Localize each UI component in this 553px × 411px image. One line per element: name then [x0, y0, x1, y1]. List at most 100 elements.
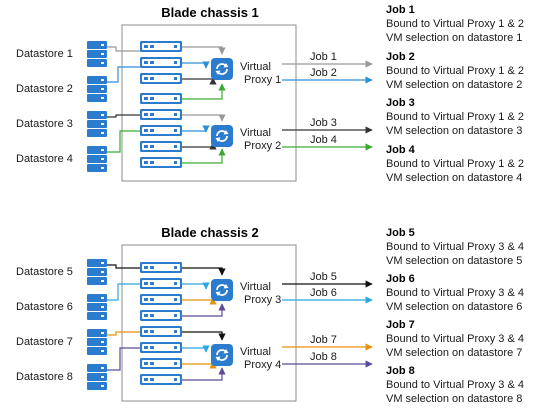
job-title: Job 1: [386, 4, 415, 16]
job-title: Job 7: [386, 319, 415, 331]
blade-server-icon: [140, 294, 182, 305]
job-arrow-label: Job 1: [310, 51, 337, 63]
datastore-8: Datastore 8: [16, 364, 107, 390]
blade-server-icon: [140, 41, 182, 52]
datastore-icon: [87, 364, 107, 390]
job-title: Job 5: [386, 227, 415, 239]
blade-server-icon: [140, 109, 182, 120]
job-binding: Bound to Virtual Proxy 3 & 4: [386, 333, 524, 345]
job-description-2: Job 2 Bound to Virtual Proxy 1 & 2 VM se…: [386, 51, 524, 91]
job-title: Job 4: [386, 144, 416, 156]
job-selection: VM selection on datastore 6: [386, 301, 522, 313]
job-binding: Bound to Virtual Proxy 3 & 4: [386, 241, 524, 253]
datastore-1: Datastore 1: [16, 41, 107, 67]
blade-server-icon: [140, 93, 182, 104]
proxy-refresh-icon: [210, 343, 234, 367]
blade-server-icon: [140, 57, 182, 68]
job-selection: VM selection on datastore 7: [386, 347, 522, 359]
job-description-5: Job 5 Bound to Virtual Proxy 3 & 4 VM se…: [386, 227, 524, 267]
job-arrow-label: Job 7: [310, 334, 337, 346]
job-description-6: Job 6 Bound to Virtual Proxy 3 & 4 VM se…: [386, 273, 524, 313]
datastore-label: Datastore 2: [16, 83, 73, 95]
job-arrows: [282, 60, 373, 151]
job-arrow-label: Job 3: [310, 117, 337, 129]
datastore-label: Datastore 8: [16, 371, 73, 383]
job-description-3: Job 3 Bound to Virtual Proxy 1 & 2 VM se…: [386, 97, 524, 137]
job-selection: VM selection on datastore 4: [386, 172, 522, 184]
blade-server-icon: [140, 262, 182, 273]
chassis-title: Blade chassis 1: [161, 5, 259, 20]
job-description-8: Job 8 Bound to Virtual Proxy 3 & 4 VM se…: [386, 365, 524, 405]
job-title: Job 3: [386, 97, 415, 109]
blade-server-icon: [140, 342, 182, 353]
job-selection: VM selection on datastore 2: [386, 79, 522, 91]
job-arrow-label: Job 2: [310, 67, 337, 79]
job-arrow-label: Job 5: [310, 271, 337, 283]
virtual-proxy-2: Virtual Proxy 2: [210, 124, 281, 152]
proxy-label-line1: Virtual: [240, 127, 271, 139]
virtual-proxy-1: Virtual Proxy 1: [210, 57, 281, 86]
blade-server-icon: [140, 157, 182, 168]
proxy-label-line1: Virtual: [240, 346, 271, 358]
blade-server-icon: [140, 310, 182, 321]
datastore-5: Datastore 5: [16, 259, 107, 285]
datastore-icon: [87, 329, 107, 355]
job-description-7: Job 7 Bound to Virtual Proxy 3 & 4 VM se…: [386, 319, 524, 359]
datastore-2: Datastore 2: [16, 76, 107, 102]
proxy-label-line2: Proxy 1: [244, 74, 281, 86]
datastore-icon: [87, 41, 107, 67]
job-selection: VM selection on datastore 8: [386, 393, 522, 405]
job-title: Job 2: [386, 51, 415, 63]
proxy-label-line2: Proxy 4: [244, 359, 281, 371]
datastore-icon: [87, 76, 107, 102]
job-description-4: Job 4 Bound to Virtual Proxy 1 & 2 VM se…: [386, 144, 524, 184]
datastore-icon: [87, 111, 107, 137]
job-description-1: Job 1 Bound to Virtual Proxy 1 & 2 VM se…: [386, 4, 524, 44]
job-binding: Bound to Virtual Proxy 1 & 2: [386, 65, 524, 77]
virtual-proxy-4: Virtual Proxy 4: [210, 343, 281, 371]
blade-server-icon: [140, 374, 182, 385]
datastore-icon: [87, 146, 107, 172]
datastore-label: Datastore 6: [16, 301, 73, 313]
datastore-icon: [87, 294, 107, 320]
blade-server-icon: [140, 358, 182, 369]
job-binding: Bound to Virtual Proxy 3 & 4: [386, 287, 524, 299]
virtual-proxy-3: Virtual Proxy 3: [210, 278, 281, 306]
chassis-frame: [121, 24, 297, 182]
job-selection: VM selection on datastore 1: [386, 32, 522, 44]
datastore-label: Datastore 5: [16, 266, 73, 278]
job-title: Job 8: [386, 365, 415, 377]
job-selection: VM selection on datastore 5: [386, 255, 522, 267]
blade-server-icon: [140, 278, 182, 289]
datastore-label: Datastore 1: [16, 48, 73, 60]
proxy-refresh-icon: [210, 124, 234, 148]
datastore-icon: [87, 259, 107, 285]
job-title: Job 6: [386, 273, 415, 285]
blade-server-icon: [140, 73, 182, 84]
blade-chassis-1-panel: Blade chassis 1 Datastore 1 Datastore 2 …: [16, 4, 524, 184]
proxy-refresh-icon: [210, 57, 234, 81]
proxy-label-line2: Proxy 3: [244, 294, 281, 306]
job-arrow-label: Job 8: [310, 351, 337, 363]
proxy-label-line1: Virtual: [240, 281, 271, 293]
proxy-label-line1: Virtual: [240, 61, 271, 73]
proxy-refresh-icon: [210, 278, 234, 302]
datastore-7: Datastore 7: [16, 329, 107, 355]
datastore-4: Datastore 4: [16, 146, 107, 172]
blade-server-icon: [140, 141, 182, 152]
job-binding: Bound to Virtual Proxy 3 & 4: [386, 379, 524, 391]
blade-chassis-2-panel: Blade chassis 2 Datastore 5 Datastore 6 …: [16, 225, 524, 405]
job-arrow-label: Job 6: [310, 287, 337, 299]
blade-server-icon: [140, 326, 182, 337]
job-arrow-label: Job 4: [310, 134, 337, 146]
chassis-title: Blade chassis 2: [161, 225, 259, 240]
datastore-connectors: [107, 264, 140, 371]
datastore-3: Datastore 3: [16, 111, 107, 137]
job-arrows: [282, 280, 373, 368]
job-selection: VM selection on datastore 3: [386, 125, 522, 137]
datastore-label: Datastore 4: [16, 153, 73, 165]
job-binding: Bound to Virtual Proxy 1 & 2: [386, 111, 524, 123]
datastore-label: Datastore 7: [16, 336, 73, 348]
proxy-label-line2: Proxy 2: [244, 140, 281, 152]
